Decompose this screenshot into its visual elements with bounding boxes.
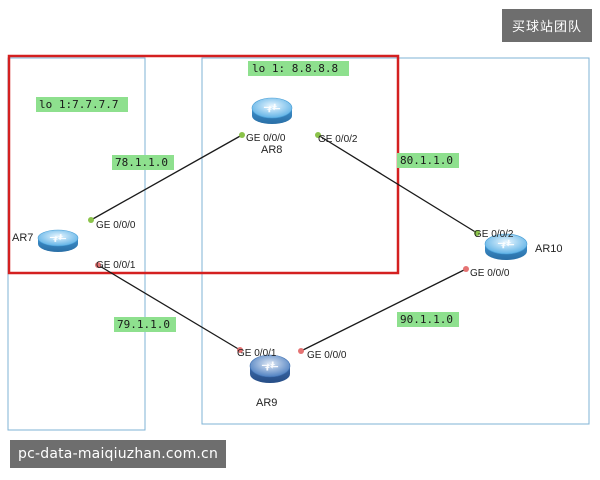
router-ar10-icon[interactable] <box>484 233 528 260</box>
port-label-ar8-ge002: GE 0/0/2 <box>318 134 358 145</box>
link-ar7-ar9 <box>97 264 241 351</box>
tag-loopback-ar7: lo 1:7.7.7.7 <box>36 97 128 112</box>
device-label-ar8: AR8 <box>261 144 282 156</box>
device-label-ar7: AR7 <box>12 232 33 244</box>
router-ar8-icon[interactable] <box>251 97 293 124</box>
tag-network-90: 90.1.1.0 <box>397 312 459 327</box>
tag-network-80: 80.1.1.0 <box>397 153 459 168</box>
tag-network-90-text: 90.1.1.0 <box>400 313 453 326</box>
port-dot-ar10-ge002 <box>474 230 480 236</box>
brand-badge: 买球站团队 <box>501 9 592 42</box>
port-dot-ar9-ge001 <box>237 347 243 353</box>
port-label-ar10-ge002: GE 0/0/2 <box>474 229 514 240</box>
link-ar7-ar8 <box>90 134 243 221</box>
watermark-url: pc-data-maiqiuzhan.com.cn <box>10 440 227 468</box>
port-label-ar9-ge000: GE 0/0/0 <box>307 350 347 361</box>
router-ar9-icon[interactable] <box>249 354 291 383</box>
port-dot-ar8-ge000 <box>239 132 245 138</box>
port-label-ar10-ge000: GE 0/0/0 <box>470 268 510 279</box>
tag-network-78: 78.1.1.0 <box>112 155 174 170</box>
link-ar9-ar10 <box>300 268 467 352</box>
router-ar7-icon[interactable] <box>37 229 79 252</box>
link-ar8-ar10 <box>317 134 478 234</box>
area-right-box <box>201 57 590 425</box>
tag-network-79: 79.1.1.0 <box>114 317 176 332</box>
port-dot-ar7-ge001 <box>95 262 101 268</box>
port-label-ar9-ge001: GE 0/0/1 <box>237 348 277 359</box>
port-dot-ar7-ge000 <box>88 217 94 223</box>
port-label-ar7-ge001: GE 0/0/1 <box>96 260 136 271</box>
port-dot-ar10-ge000 <box>463 266 469 272</box>
tag-loopback-ar8: lo 1: 8.8.8.8 <box>248 61 349 76</box>
device-label-ar10: AR10 <box>535 243 563 255</box>
port-label-ar7-ge000: GE 0/0/0 <box>96 220 136 231</box>
port-dot-ar8-ge002 <box>315 132 321 138</box>
tag-loopback-ar7-text: lo 1:7.7.7.7 <box>39 98 118 111</box>
tag-loopback-ar8-text: lo 1: 8.8.8.8 <box>252 62 338 75</box>
device-label-ar9: AR9 <box>256 397 277 409</box>
tag-network-80-text: 80.1.1.0 <box>400 154 453 167</box>
tag-network-78-text: 78.1.1.0 <box>115 156 168 169</box>
port-label-ar8-ge000: GE 0/0/0 <box>246 133 286 144</box>
tag-network-79-text: 79.1.1.0 <box>117 318 170 331</box>
port-dot-ar9-ge000 <box>298 348 304 354</box>
